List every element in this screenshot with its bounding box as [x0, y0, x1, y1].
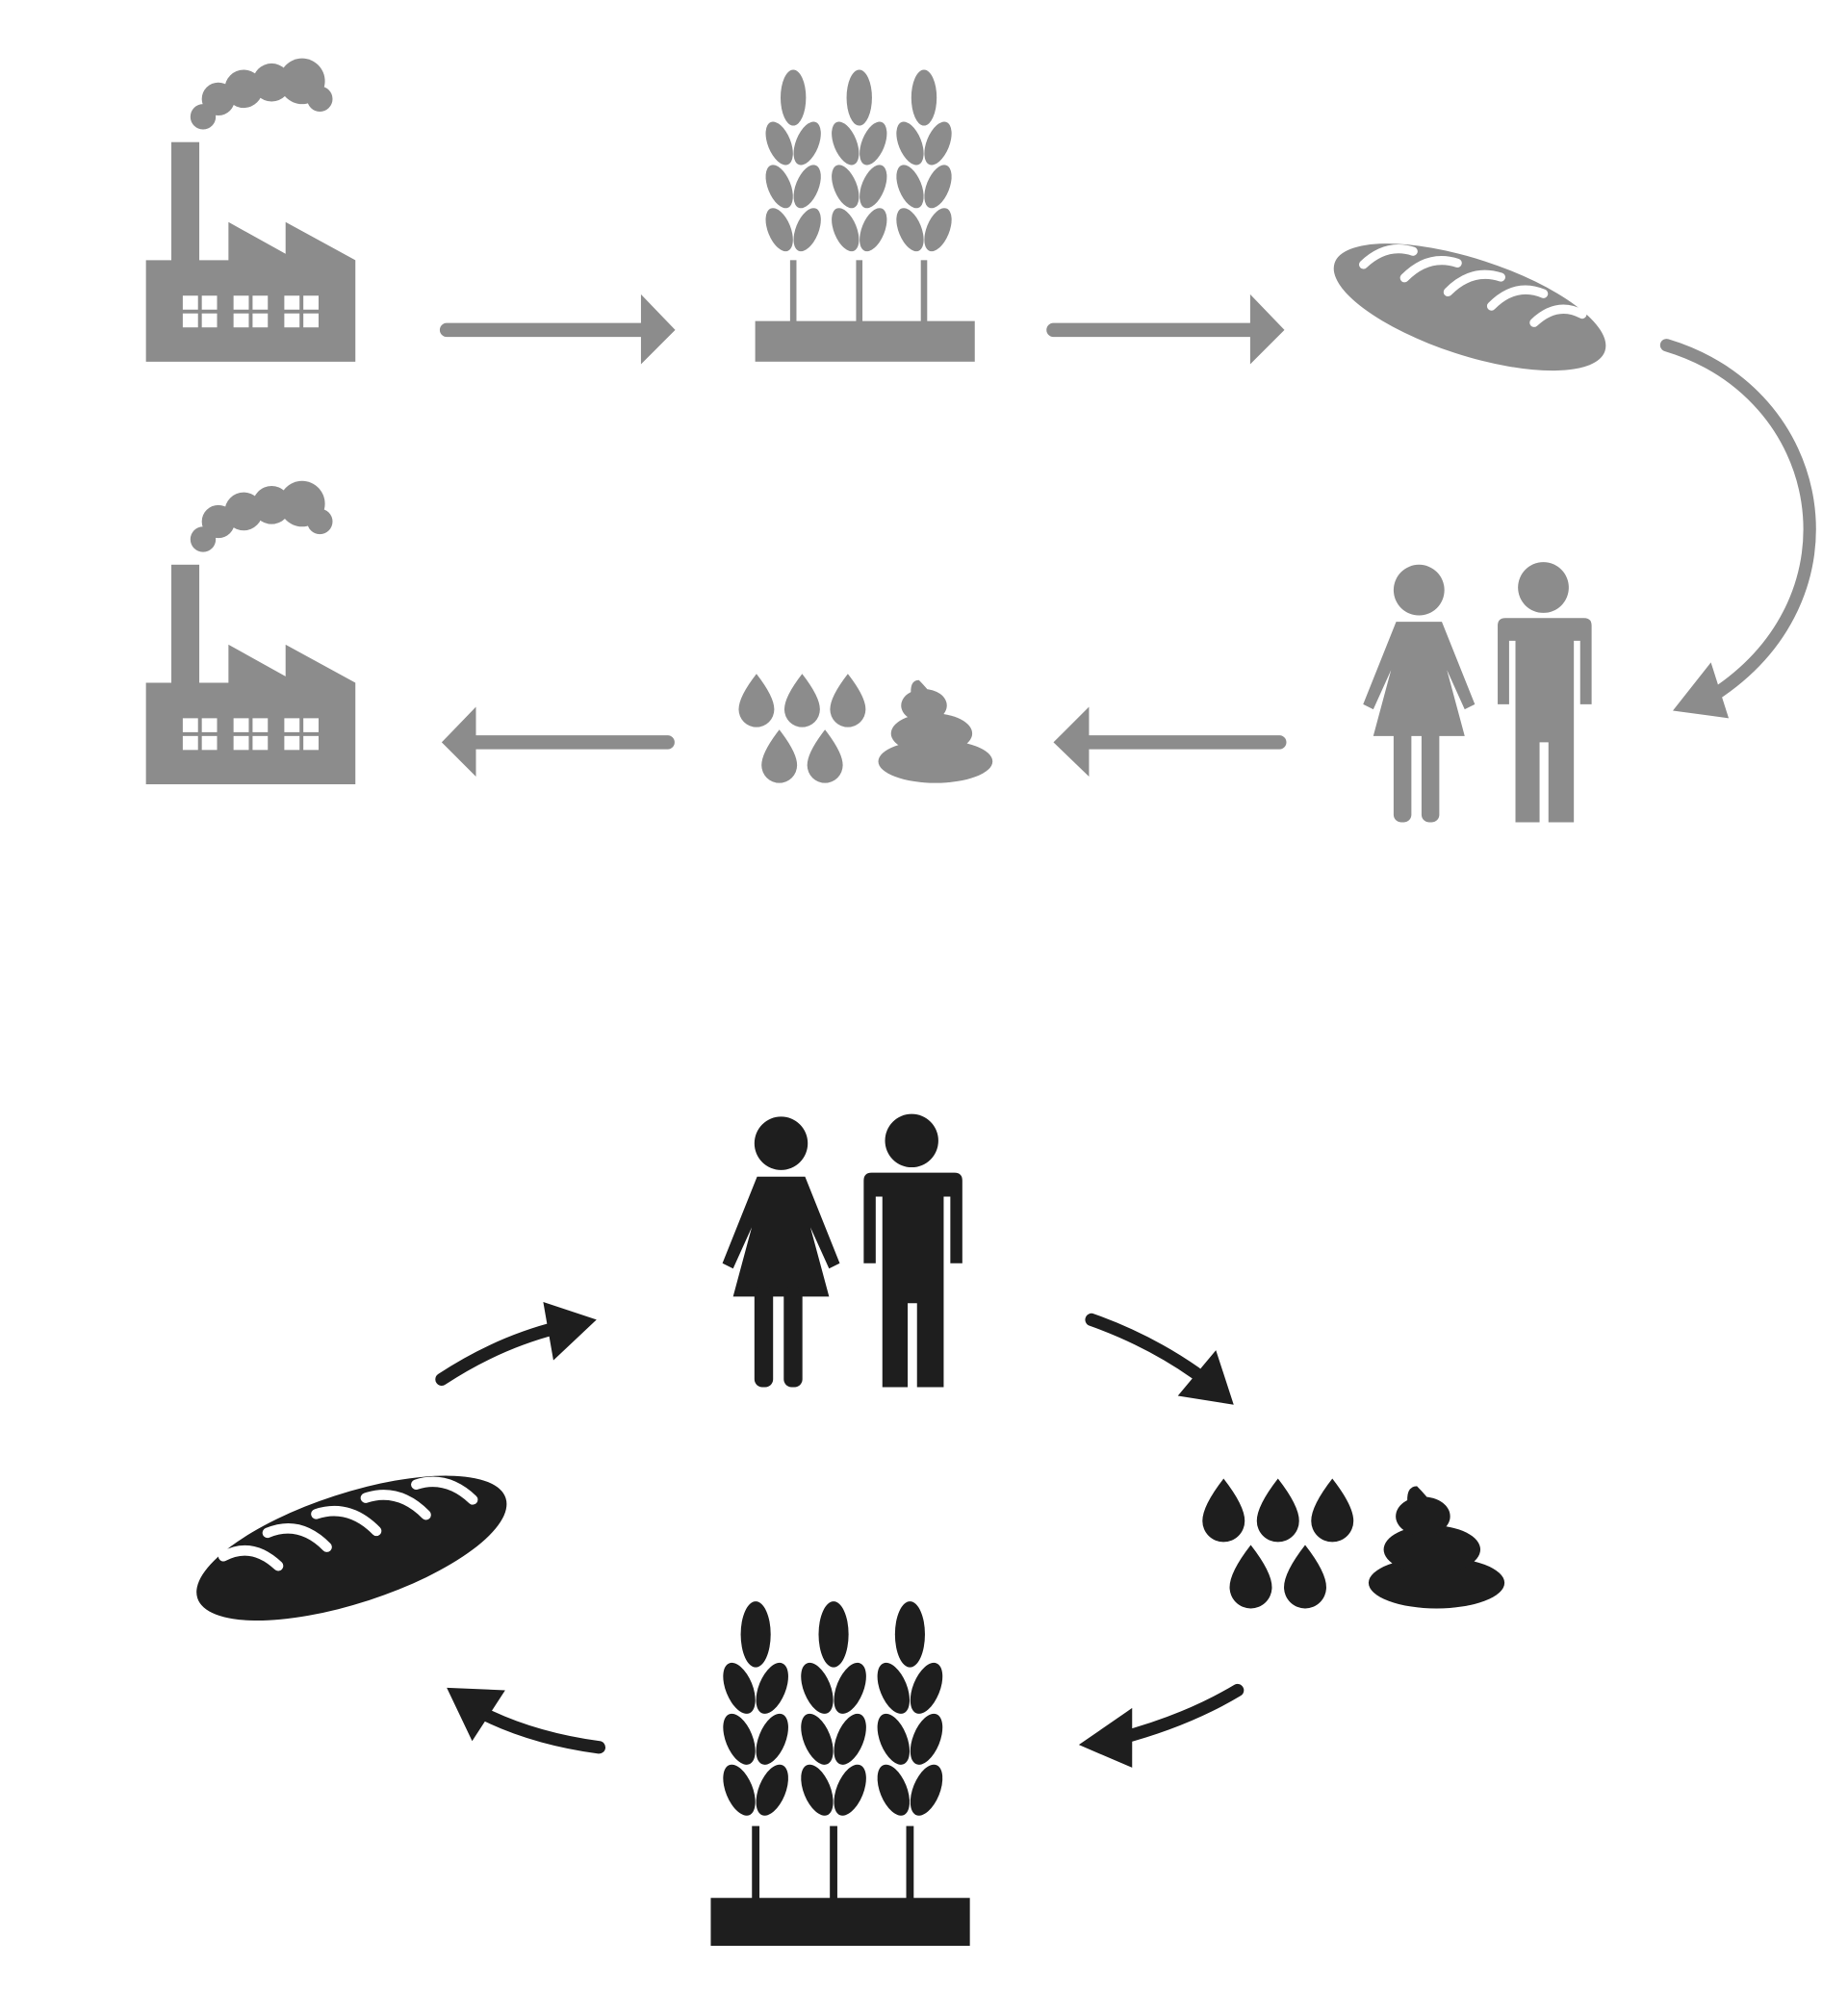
- curved-arrow-icon: [1078, 1683, 1245, 1768]
- wheat-icon: [710, 1601, 969, 1946]
- curved-arrow-icon: [435, 1301, 597, 1386]
- factory-icon: [145, 480, 356, 784]
- waste-icon: [1202, 1479, 1504, 1609]
- people-icon: [1363, 562, 1592, 823]
- factory-icon: [145, 58, 356, 362]
- curved-arrow-icon: [447, 1687, 606, 1754]
- arrow-left-icon: [1053, 706, 1287, 778]
- bottom-cycle: [180, 1113, 1504, 1946]
- people-icon: [722, 1113, 962, 1388]
- curved-arrow-icon: [1085, 1313, 1234, 1405]
- arrow-left-icon: [441, 706, 675, 778]
- waste-icon: [738, 674, 992, 782]
- arrow-right-icon: [439, 294, 676, 365]
- curved-arrow-icon: [1659, 339, 1816, 719]
- bread-icon: [1320, 217, 1620, 397]
- wheat-icon: [756, 70, 975, 362]
- arrow-right-icon: [1046, 294, 1285, 365]
- bread-icon: [180, 1445, 523, 1650]
- top-flow: [145, 58, 1816, 823]
